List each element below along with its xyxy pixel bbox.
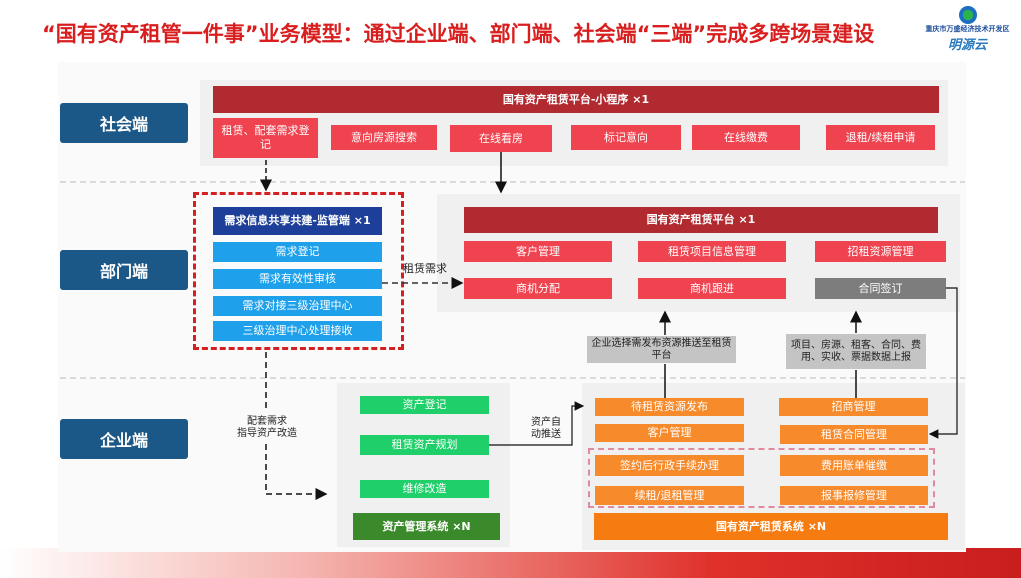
asset-footer: 资产管理系统 ×N [353, 513, 500, 540]
social-item[interactable]: 标记意向 [571, 125, 681, 150]
platform-item[interactable]: 客户管理 [464, 241, 612, 262]
label-lease-demand: 租赁需求 [403, 262, 447, 275]
lease-item[interactable]: 费用账单催缴 [780, 455, 928, 476]
supervision-item[interactable]: 需求有效性审核 [213, 269, 382, 289]
platform-item[interactable]: 租赁项目信息管理 [638, 241, 786, 262]
supervision-item[interactable]: 需求登记 [213, 242, 382, 262]
note-report: 项目、房源、租客、合同、费用、实收、票据数据上报 [786, 334, 926, 369]
logo: 重庆市万盛经济技术开发区 明源云 [920, 6, 1015, 53]
lease-item[interactable]: 客户管理 [595, 424, 744, 442]
tier-dept: 部门端 [60, 250, 188, 290]
footer-decoration [0, 548, 1021, 578]
asset-item[interactable]: 维修改造 [360, 480, 489, 498]
note-push: 企业选择需发布资源推送至租赁平台 [587, 336, 736, 363]
label-auto-push: 资产自 动推送 [531, 417, 561, 440]
platform-item[interactable]: 商机跟进 [638, 278, 786, 299]
social-item[interactable]: 在线缴费 [692, 125, 800, 150]
logo-org: 重庆市万盛经济技术开发区 [925, 25, 1010, 33]
social-item[interactable]: 意向房源搜索 [331, 125, 437, 150]
supervision-highlight [193, 192, 404, 350]
supervision-item[interactable]: 三级治理中心处理接收 [213, 321, 382, 341]
arrow-contract [928, 287, 958, 439]
platform-header: 国有资产租赁平台 ×1 [464, 207, 938, 233]
page-title: “国有资产租管一件事”业务模型：通过企业端、部门端、社会端“三端”完成多跨场景建… [42, 22, 875, 46]
mini-program-header: 国有资产租赁平台-小程序 ×1 [213, 86, 939, 113]
social-item[interactable]: 租赁、配套需求登记 [213, 118, 318, 158]
logo-icon [958, 6, 977, 24]
tier-enterprise: 企业端 [60, 419, 188, 459]
tier-social: 社会端 [60, 103, 188, 143]
asset-item[interactable]: 租赁资产规划 [360, 435, 489, 455]
arrow-auto-push [489, 401, 585, 446]
lease-item[interactable]: 待租赁资源发布 [595, 398, 744, 416]
platform-item[interactable]: 招租资源管理 [815, 241, 946, 262]
label-guide: 配套需求 指导资产改造 [237, 416, 297, 439]
logo-brand: 明源云 [947, 38, 987, 53]
asset-item[interactable]: 资产登记 [360, 396, 489, 414]
lease-item[interactable]: 租赁合同管理 [780, 425, 928, 444]
platform-item-contract[interactable]: 合同签订 [815, 278, 946, 299]
lease-item[interactable]: 签约后行政手续办理 [595, 455, 744, 476]
supervision-header: 需求信息共享共建-监管端 ×1 [213, 207, 382, 235]
social-item[interactable]: 退租/续租申请 [826, 125, 935, 150]
lease-item[interactable]: 报事报修管理 [780, 486, 928, 505]
supervision-item[interactable]: 需求对接三级治理中心 [213, 296, 382, 316]
lease-footer: 国有资产租赁系统 ×N [594, 513, 948, 540]
post-sign-highlight [588, 448, 935, 508]
lease-item[interactable]: 招商管理 [779, 398, 928, 416]
social-item[interactable]: 在线看房 [450, 125, 552, 152]
lease-item[interactable]: 续租/退租管理 [595, 486, 744, 505]
platform-item[interactable]: 商机分配 [464, 278, 612, 299]
arrow-guide [265, 444, 328, 500]
